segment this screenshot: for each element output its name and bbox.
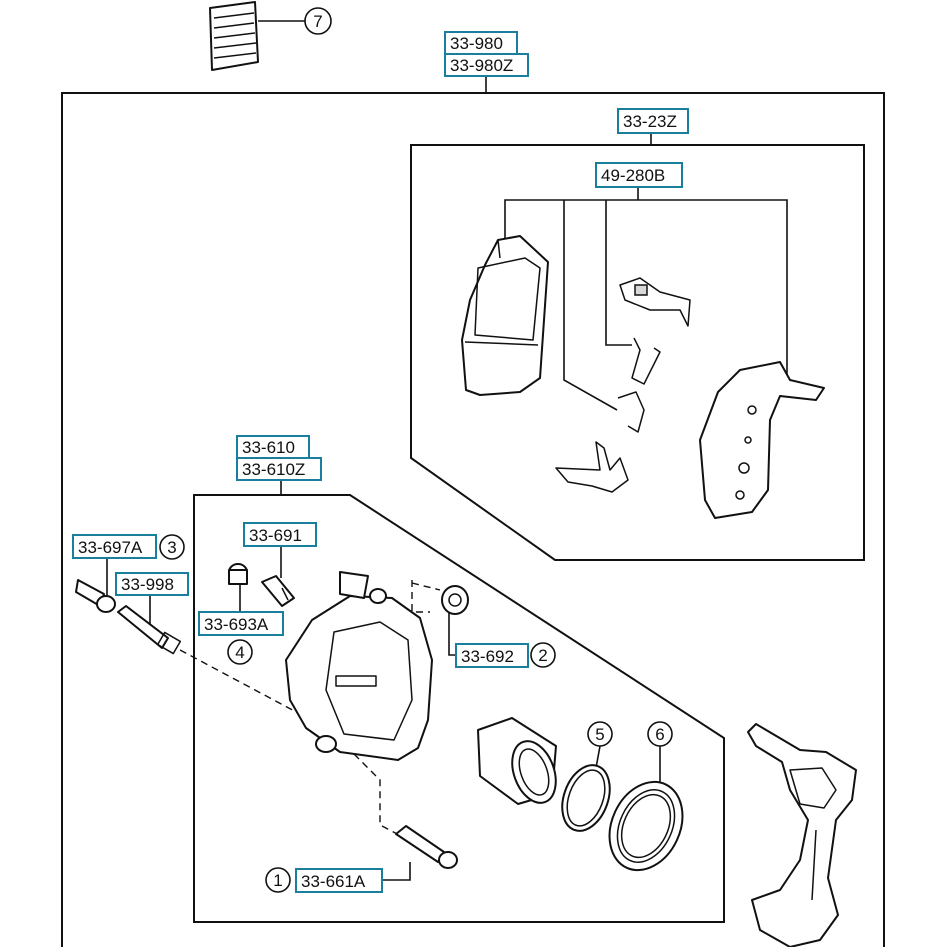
label-caliper-kit-1[interactable]: 33-980 bbox=[444, 31, 518, 55]
svg-text:33-23Z: 33-23Z bbox=[623, 112, 677, 131]
label-caliper-body-2[interactable]: 33-610Z bbox=[236, 457, 322, 481]
svg-text:4: 4 bbox=[235, 643, 244, 662]
bleeder-screw-part bbox=[261, 575, 295, 607]
callout-6[interactable]: 6 bbox=[647, 721, 673, 747]
label-guide-pin-lower[interactable]: 33-661A bbox=[295, 868, 383, 893]
guide-pin-upper-part bbox=[117, 605, 182, 655]
svg-text:2: 2 bbox=[538, 646, 547, 665]
caliper-body-frame bbox=[193, 494, 725, 923]
caliper-housing bbox=[285, 571, 433, 761]
svg-text:33-697A: 33-697A bbox=[78, 538, 143, 557]
label-guide-pin-upper[interactable]: 33-998 bbox=[115, 572, 189, 596]
callout-7[interactable]: 7 bbox=[304, 7, 332, 35]
brake-pad-outer bbox=[699, 361, 825, 519]
caliper-piston bbox=[477, 717, 557, 805]
guide-pin-boot-part bbox=[441, 585, 469, 615]
svg-text:33-610Z: 33-610Z bbox=[242, 460, 305, 479]
leader-hardware-bar bbox=[504, 199, 788, 375]
svg-text:5: 5 bbox=[595, 725, 604, 744]
leader-guide-pin-lower bbox=[383, 862, 411, 881]
dashed-line-boot bbox=[411, 580, 430, 613]
svg-text:6: 6 bbox=[655, 725, 664, 744]
label-bleeder-cap[interactable]: 33-693A bbox=[198, 611, 284, 636]
pad-retainer-clip-upper bbox=[631, 337, 661, 385]
svg-text:33-980: 33-980 bbox=[450, 34, 503, 53]
svg-text:49-280B: 49-280B bbox=[601, 166, 665, 185]
label-hardware-kit[interactable]: 49-280B bbox=[595, 162, 683, 188]
callout-1[interactable]: 1 bbox=[265, 867, 291, 893]
grease-packet bbox=[209, 1, 259, 71]
label-guide-pin-bushing[interactable]: 33-697A bbox=[72, 534, 157, 559]
callout-3[interactable]: 3 bbox=[159, 534, 185, 560]
svg-text:3: 3 bbox=[167, 538, 176, 557]
svg-text:33-610: 33-610 bbox=[242, 438, 295, 457]
leader-hardware-clip bbox=[605, 200, 632, 346]
leader-c5 bbox=[595, 745, 601, 769]
pad-retainer-clip-mid bbox=[617, 391, 645, 433]
svg-text:33-692: 33-692 bbox=[461, 647, 514, 666]
caliper-mounting-bracket bbox=[747, 723, 857, 947]
pad-abutment-clip bbox=[555, 441, 629, 493]
piston-seal bbox=[561, 764, 611, 832]
svg-text:33-980Z: 33-980Z bbox=[450, 56, 513, 75]
svg-text:33-661A: 33-661A bbox=[301, 872, 366, 891]
guide-pin-bushing-part bbox=[75, 579, 116, 613]
label-caliper-body-1[interactable]: 33-610 bbox=[236, 435, 310, 459]
bleeder-cap-part bbox=[228, 563, 248, 585]
label-bleeder-screw[interactable]: 33-691 bbox=[243, 522, 317, 547]
svg-text:1: 1 bbox=[273, 871, 282, 890]
label-guide-pin-boot[interactable]: 33-692 bbox=[455, 643, 529, 668]
pad-set-frame bbox=[410, 144, 865, 561]
svg-text:33-691: 33-691 bbox=[249, 526, 302, 545]
callout-4[interactable]: 4 bbox=[227, 639, 253, 665]
callout-2[interactable]: 2 bbox=[530, 642, 556, 668]
guide-pin-lower-part bbox=[395, 825, 458, 869]
anti-rattle-spring bbox=[619, 277, 691, 327]
svg-text:7: 7 bbox=[313, 12, 322, 31]
leader-boot bbox=[448, 612, 456, 656]
leader-hardware-shim bbox=[563, 200, 618, 411]
piston-dust-boot bbox=[608, 780, 684, 872]
dashed-line-boot-top bbox=[411, 582, 441, 591]
callout-5[interactable]: 5 bbox=[587, 721, 613, 747]
brake-pad-inner bbox=[461, 235, 549, 396]
dashed-line-lower-pin bbox=[179, 649, 406, 839]
svg-text:33-998: 33-998 bbox=[121, 575, 174, 594]
svg-text:33-693A: 33-693A bbox=[204, 615, 269, 634]
caliper-assembly-frame bbox=[61, 92, 885, 947]
label-caliper-kit-2[interactable]: 33-980Z bbox=[444, 53, 529, 77]
label-pad-set[interactable]: 33-23Z bbox=[617, 108, 689, 134]
